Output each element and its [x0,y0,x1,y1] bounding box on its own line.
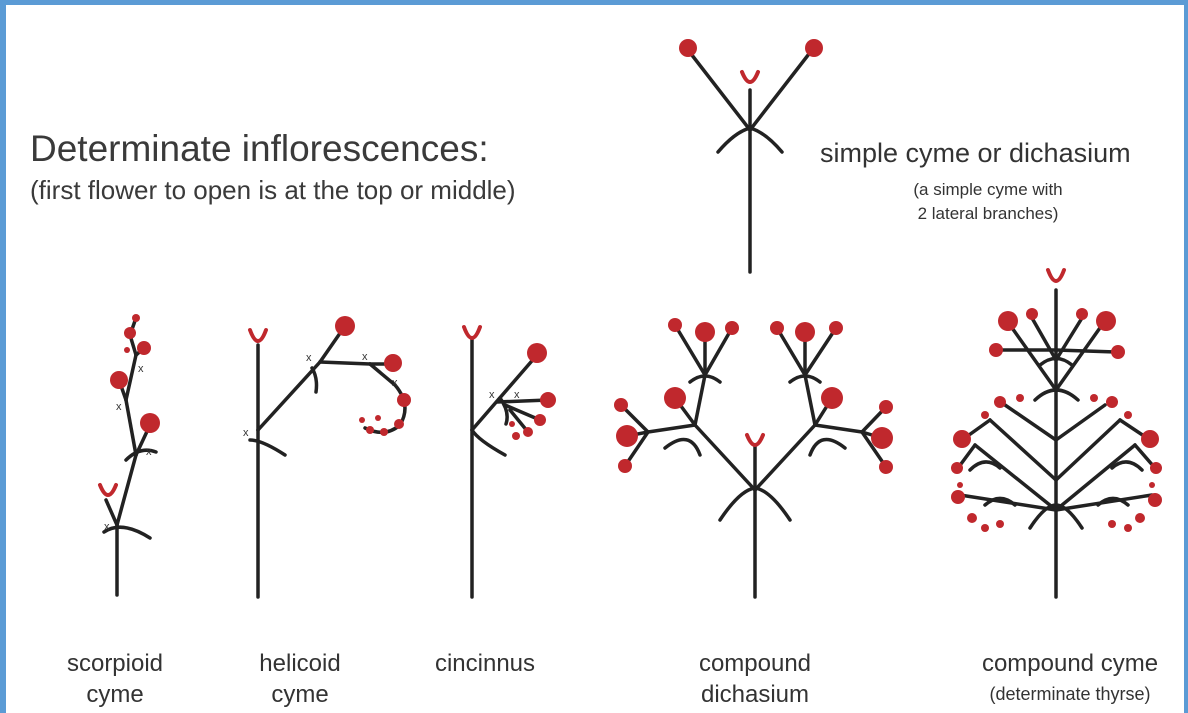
svg-text:x: x [146,446,152,458]
label-cincinnus-line1: cincinnus [434,650,536,677]
simple-cyme-title: simple cyme or dichasium [820,138,1131,168]
flower-buds [110,39,1162,532]
open-flowers [98,70,1066,497]
diagram-compound-dichasium [619,323,888,599]
label-scorpioid-line2: cyme [86,681,144,708]
label-compound-cyme-line2: (determinate thyrse) [989,684,1151,704]
label-compound-dichasium-line1: compound [698,650,812,677]
svg-text:x: x [489,389,495,401]
label-helicoid-line2: cyme [271,681,329,708]
label-helicoid-line1: helicoid [259,650,341,677]
svg-text:x: x [243,427,249,439]
svg-text:x: x [514,389,520,401]
svg-text:x: x [138,363,144,375]
svg-text:x: x [104,521,110,533]
diagram-compound-cyme [956,288,1157,599]
page-subtitle: (first flower to open is at the top or m… [30,175,516,205]
simple-cyme-note: (a simple cyme with 2 lateral branches) [858,178,1118,226]
diagram-scorpioid-cyme [102,316,158,597]
diagram-helicoid-cyme [248,324,407,599]
label-compound-dichasium-line2: dichasium [700,681,810,708]
open-flower-icon [1046,268,1066,283]
open-flower-icon [248,328,268,343]
simple-cyme-note-line2: 2 lateral branches) [917,204,1059,223]
page-title: Determinate inflorescences: [30,128,489,169]
label-scorpioid-cyme: scorpioid cyme [60,648,170,710]
svg-text:x: x [116,401,122,413]
open-flower-icon [98,483,118,497]
svg-text:x: x [362,351,368,363]
diagram-simple-cyme [686,48,814,274]
label-helicoid-cyme: helicoid cyme [245,648,355,710]
label-cincinnus: cincinnus [420,648,550,679]
open-flower-icon [745,433,765,447]
label-compound-cyme-line1: compound cyme [981,650,1159,677]
open-flower-icon [462,325,482,340]
svg-text:x: x [392,377,398,389]
svg-text:x: x [306,352,312,364]
bract-marks: x x x x x x x x x x [104,351,520,533]
open-flower-icon [740,70,760,84]
label-compound-cyme: compound cyme (determinate thyrse) [960,648,1180,710]
label-compound-dichasium: compound dichasium [685,648,825,710]
diagram-cincinnus [470,338,550,599]
label-scorpioid-line1: scorpioid [66,650,164,677]
simple-cyme-note-line1: (a simple cyme with [913,180,1063,199]
